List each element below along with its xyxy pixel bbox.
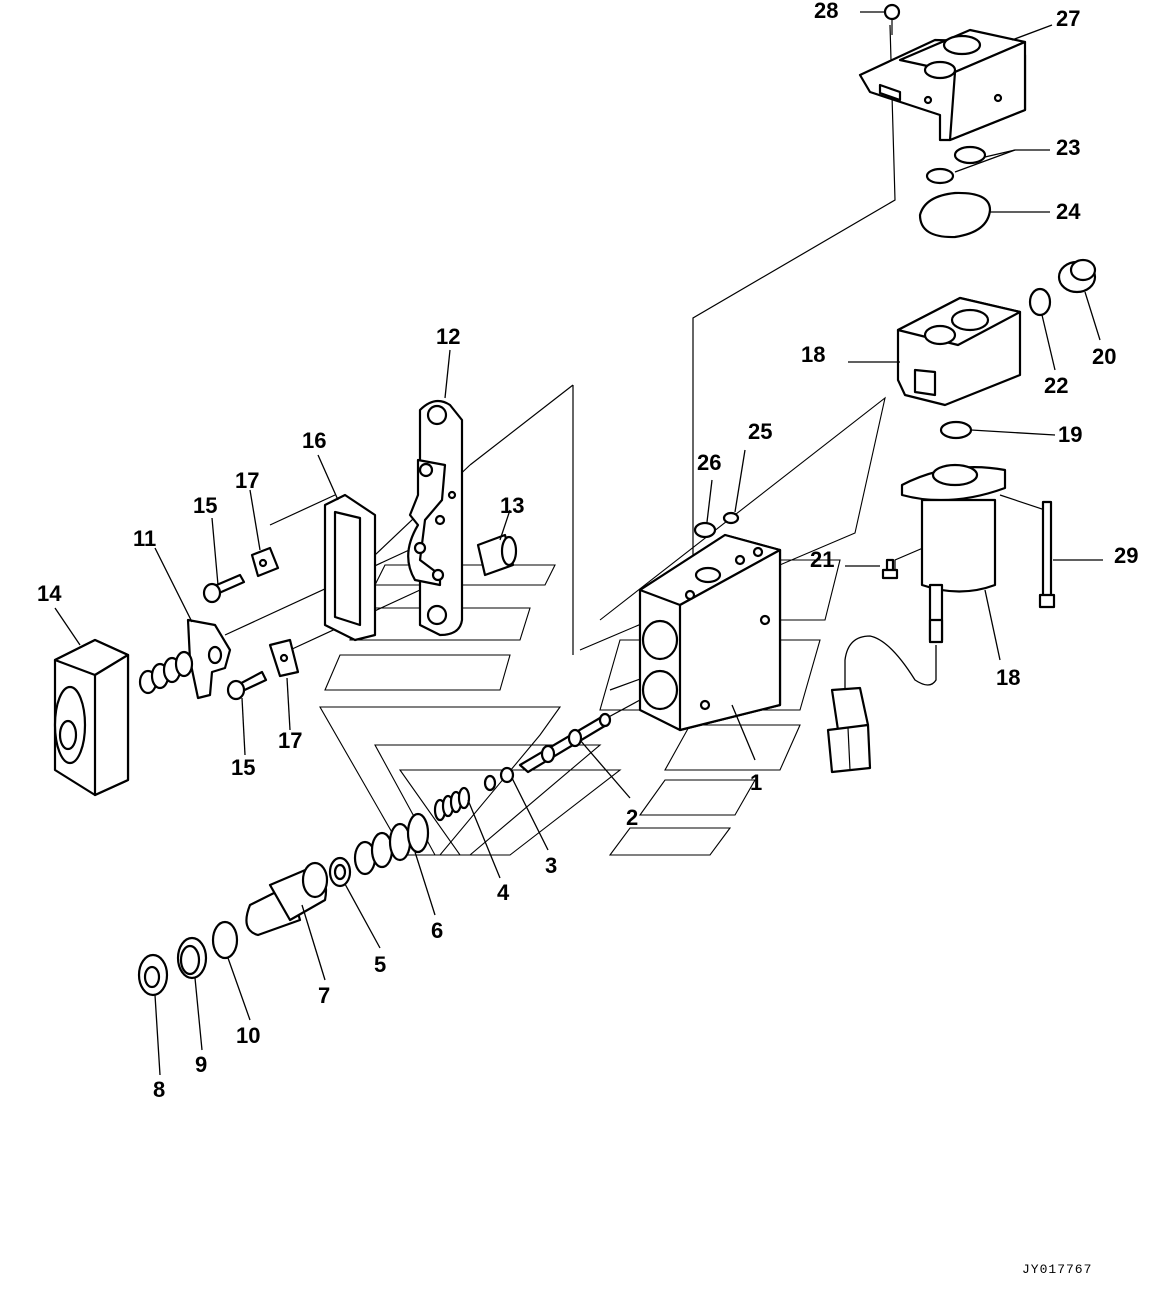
callout-25: 25 bbox=[748, 419, 772, 444]
callout-12: 12 bbox=[436, 324, 460, 349]
assembly-lines bbox=[224, 24, 1046, 766]
part-18-solenoid-housing bbox=[896, 296, 1022, 407]
part-25-o-ring bbox=[722, 511, 740, 525]
part-8-seal bbox=[137, 953, 169, 997]
callout-17-lower: 17 bbox=[278, 728, 302, 753]
callout-8: 8 bbox=[153, 1077, 165, 1102]
part-18-solenoid bbox=[826, 463, 1007, 774]
part-16-gasket-plate bbox=[323, 493, 377, 642]
part-29-bolt bbox=[1038, 500, 1056, 609]
drawing-code: JY017767 bbox=[1022, 1262, 1092, 1277]
callout-24: 24 bbox=[1056, 199, 1081, 224]
callout-11: 11 bbox=[133, 526, 156, 551]
callout-23: 23 bbox=[1056, 135, 1080, 160]
callout-9: 9 bbox=[195, 1052, 207, 1077]
part-28-bolt bbox=[883, 3, 901, 35]
part-7-piston bbox=[245, 861, 329, 937]
part-20-plug bbox=[1057, 258, 1097, 294]
part-4-spring bbox=[433, 786, 471, 822]
callout-19: 19 bbox=[1058, 422, 1082, 447]
part-13-pin bbox=[476, 533, 518, 577]
callout-4: 4 bbox=[497, 880, 510, 905]
callout-22: 22 bbox=[1044, 373, 1068, 398]
callout-16: 16 bbox=[302, 428, 326, 453]
callout-2: 2 bbox=[626, 805, 638, 830]
callout-20: 20 bbox=[1092, 344, 1116, 369]
part-22-o-ring bbox=[1028, 287, 1052, 317]
callout-29: 29 bbox=[1114, 543, 1138, 568]
callout-13: 13 bbox=[500, 493, 524, 518]
part-11-lever bbox=[138, 618, 232, 700]
part-21-screw bbox=[881, 558, 899, 580]
part-3-ring bbox=[483, 766, 515, 792]
callout-21: 21 bbox=[810, 547, 834, 572]
part-5-washer bbox=[328, 856, 352, 888]
callout-17-upper: 17 bbox=[235, 468, 259, 493]
part-15-bolt-lower bbox=[226, 670, 268, 701]
callout-labels: 1 2 3 4 5 6 7 8 9 10 11 12 13 14 15 15 1… bbox=[37, 0, 1138, 1102]
part-1-valve-body bbox=[638, 533, 782, 732]
callout-14: 14 bbox=[37, 581, 62, 606]
part-24-gasket bbox=[918, 191, 992, 239]
callout-15-lower: 15 bbox=[231, 755, 255, 780]
callout-10: 10 bbox=[236, 1023, 260, 1048]
part-23-o-rings bbox=[925, 145, 987, 185]
callout-3: 3 bbox=[545, 853, 557, 878]
part-17-plate-lower bbox=[268, 638, 300, 678]
callout-28: 28 bbox=[814, 0, 838, 23]
part-6-spring bbox=[353, 812, 430, 876]
part-19-o-ring bbox=[939, 420, 973, 440]
part-2-spool bbox=[518, 712, 612, 774]
callout-18-lower: 18 bbox=[996, 665, 1020, 690]
part-10-o-ring bbox=[211, 920, 239, 960]
part-26-o-ring bbox=[693, 521, 717, 539]
callout-15-upper: 15 bbox=[193, 493, 217, 518]
part-15-bolt-upper bbox=[202, 573, 246, 604]
callout-7: 7 bbox=[318, 983, 330, 1008]
part-14-cover bbox=[53, 638, 130, 797]
callout-26: 26 bbox=[697, 450, 721, 475]
part-17-plate-upper bbox=[250, 546, 280, 578]
background-watermark bbox=[319, 396, 886, 856]
callout-27: 27 bbox=[1056, 6, 1080, 31]
callout-1: 1 bbox=[750, 770, 762, 795]
callout-5: 5 bbox=[374, 952, 386, 977]
part-9-ring bbox=[176, 936, 208, 980]
callout-18-upper: 18 bbox=[801, 342, 825, 367]
part-12-link-plate bbox=[407, 399, 464, 637]
callout-6: 6 bbox=[431, 918, 443, 943]
callout-leaders bbox=[54, 11, 1103, 1076]
part-27-valve-block bbox=[858, 28, 1027, 142]
